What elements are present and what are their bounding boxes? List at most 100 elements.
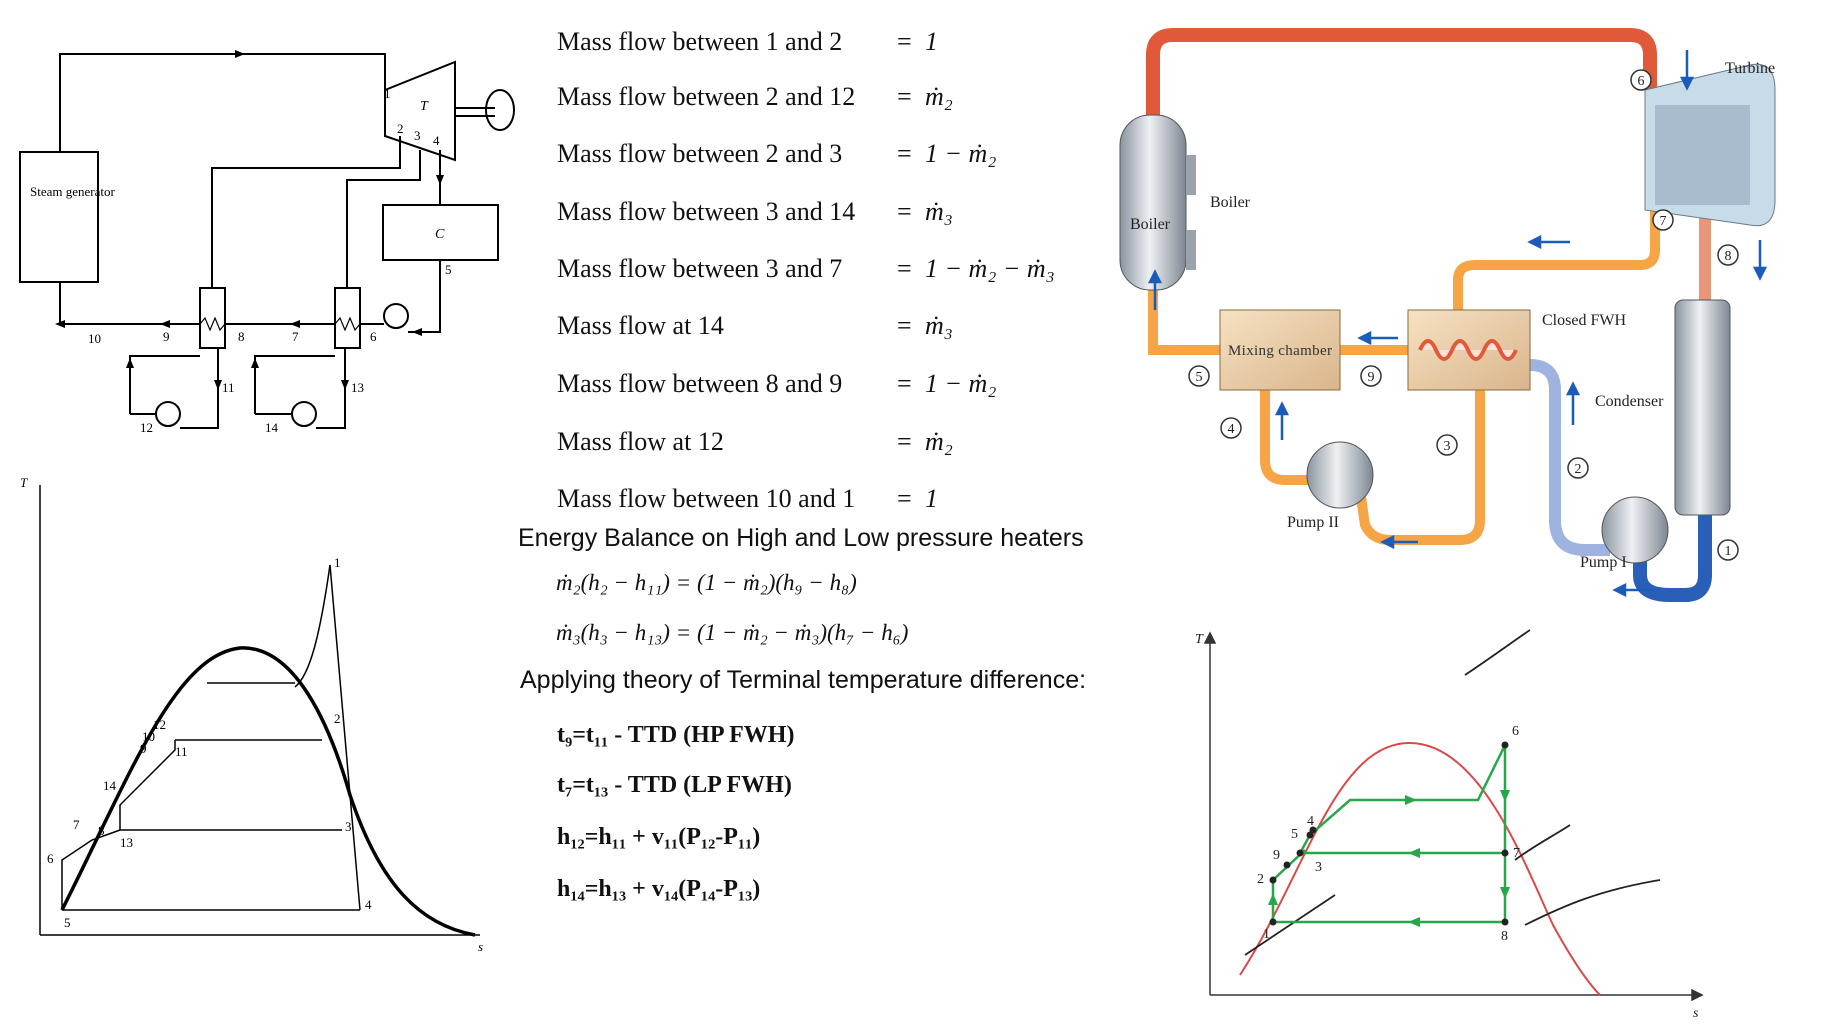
schematic-state-10: 10 (88, 331, 101, 346)
flow-lhs: Mass flow between 2 and 12 (557, 82, 856, 111)
ts-right-pt-5: 5 (1291, 827, 1298, 842)
mixing-chamber-label: Mixing chamber (1228, 343, 1332, 359)
plant-state-6: 6 (1638, 74, 1645, 89)
balance-equation-lp: ṁ₃(h₃ − h₁₃) = (1 − ṁ₂ − ṁ₃)(h₇ − h₆) (556, 620, 909, 645)
flow-lhs: Mass flow between 3 and 14 (557, 197, 856, 226)
schematic-state-7: 7 (292, 329, 299, 344)
ts-left-pt-5: 5 (64, 915, 71, 930)
turbine-label: Turbine (1725, 60, 1775, 77)
schematic-state-11: 11 (222, 380, 235, 395)
condenser-label: Condenser (1595, 393, 1664, 410)
ts-left-pt-9: 9 (140, 741, 147, 756)
schematic-state-2: 2 (397, 121, 404, 136)
schematic-state-13: 13 (351, 380, 364, 395)
schematic-state-12: 12 (140, 420, 153, 435)
plant-state-5: 5 (1196, 370, 1203, 385)
plant-state-2: 2 (1575, 462, 1582, 477)
schematic-state-3: 3 (414, 128, 421, 143)
flow-lhs: Mass flow between 10 and 1 (557, 484, 856, 513)
pump-eq-14: h₁₄=h₁₃ + v₁₄(P₁₄-P₁₃) (557, 876, 761, 902)
schematic-state-9: 9 (163, 329, 170, 344)
ts-left-pt-1: 1 (334, 555, 341, 570)
ttd-heading: Applying theory of Terminal temperature … (520, 666, 1087, 694)
boiler-inner-label: Boiler (1130, 216, 1171, 233)
balance-equation-hp: ṁ₂(h₂ − h₁₁) = (1 − ṁ₂)(h₉ − h₈) (556, 570, 857, 595)
schematic-state-8: 8 (238, 329, 245, 344)
plant-state-9: 9 (1368, 370, 1375, 385)
flow-eq: = (897, 139, 912, 168)
flow-rhs: 1 − ṁ₂ − ṁ₃ (925, 254, 1055, 283)
flow-rhs: ṁ₂ (925, 82, 953, 111)
schematic-state-1: 1 (384, 86, 391, 101)
plant-state-8: 8 (1725, 249, 1732, 264)
ts-left-pt-8: 8 (98, 823, 105, 838)
ts-right-s-axis: s (1693, 1006, 1699, 1020)
ts-right-pt-7: 7 (1513, 846, 1520, 861)
flow-eq: = (897, 27, 912, 56)
flow-eq: = (897, 82, 912, 111)
flow-eq: = (897, 311, 912, 340)
flow-rhs: ṁ₃ (925, 197, 953, 226)
flow-lhs: Mass flow between 8 and 9 (557, 369, 843, 398)
flow-lhs: Mass flow at 14 (557, 311, 724, 340)
flow-rhs: 1 (925, 27, 938, 56)
ts-right-pt-8: 8 (1501, 929, 1508, 944)
ts-left-pt-4: 4 (365, 897, 372, 912)
ts-right-pt-2: 2 (1257, 872, 1264, 887)
flow-eq: = (897, 254, 912, 283)
steam-generator-label: Steam generator (30, 184, 115, 199)
ts-left-pt-6: 6 (47, 851, 54, 866)
ts-diagram-right: T s 1 2 3 4 5 6 7 8 9 (1195, 629, 1704, 1020)
flow-rhs: 1 − ṁ₂ (925, 369, 997, 398)
plant-state-1: 1 (1725, 544, 1732, 559)
schematic-state-5: 5 (445, 262, 452, 277)
rankine-schematic: Steam generator T C 1 2 3 4 5 6 7 8 9 10… (19, 50, 515, 435)
schematic-state-6: 6 (370, 329, 377, 344)
schematic-state-4: 4 (433, 133, 440, 148)
plant-pictorial: 6 7 8 5 9 4 3 2 1 Turbine Boiler Boiler … (1119, 28, 1776, 602)
energy-balance-heading: Energy Balance on High and Low pressure … (518, 524, 1084, 552)
ts-right-pt-6: 6 (1512, 724, 1519, 739)
plant-state-3: 3 (1444, 439, 1451, 454)
flow-rhs: 1 (925, 484, 938, 513)
ts-right-t-axis: T (1195, 632, 1204, 647)
ts-left-s-axis: s (478, 939, 483, 954)
flow-lhs: Mass flow between 2 and 3 (557, 139, 843, 168)
flow-lhs: Mass flow between 3 and 7 (557, 254, 843, 283)
flow-eq: = (897, 484, 912, 513)
flow-rhs: ṁ₂ (925, 427, 953, 456)
ts-right-pt-3: 3 (1315, 860, 1322, 875)
boiler-outer-label: Boiler (1210, 194, 1251, 211)
ttd-eq-hp: t₉=t₁₁ - TTD (HP FWH) (557, 722, 795, 748)
plant-state-4: 4 (1228, 422, 1235, 437)
ts-left-pt-7: 7 (73, 817, 80, 832)
ts-right-pt-9: 9 (1273, 848, 1280, 863)
closed-fwh-label: Closed FWH (1542, 312, 1626, 329)
flow-eq: = (897, 369, 912, 398)
pump-2-label: Pump II (1287, 514, 1339, 531)
turbine-label: T (420, 99, 429, 114)
plant-state-7: 7 (1660, 214, 1667, 229)
flow-eq: = (897, 427, 912, 456)
flow-eq: = (897, 197, 912, 226)
ts-right-pt-1: 1 (1263, 927, 1270, 942)
flow-rhs: 1 − ṁ₂ (925, 139, 997, 168)
ts-left-pt-3: 3 (345, 819, 352, 834)
ts-left-pt-2: 2 (334, 711, 341, 726)
schematic-state-14: 14 (265, 420, 279, 435)
ttd-eq-lp: t₇=t₁₃ - TTD (LP FWH) (557, 772, 792, 798)
flow-lhs: Mass flow between 1 and 2 (557, 27, 843, 56)
ts-right-pt-4: 4 (1307, 814, 1314, 829)
flow-lhs: Mass flow at 12 (557, 427, 724, 456)
ts-left-pt-10: 10 (142, 729, 155, 744)
ts-left-pt-13: 13 (120, 835, 133, 850)
ts-left-t-axis: T (20, 475, 28, 490)
ts-left-pt-11: 11 (175, 744, 188, 759)
ts-left-pt-14: 14 (103, 778, 117, 793)
ts-diagram-left: T s 1 2 3 4 5 6 7 8 9 10 11 12 13 14 (20, 475, 483, 954)
pump-eq-12: h₁₂=h₁₁ + v₁₁(P₁₂-P₁₁) (557, 824, 761, 850)
ts-left-pt-12: 12 (153, 717, 166, 732)
flow-rhs: ṁ₃ (925, 311, 953, 340)
condenser-label: C (435, 227, 445, 242)
pump-1-label: Pump I (1580, 554, 1627, 571)
